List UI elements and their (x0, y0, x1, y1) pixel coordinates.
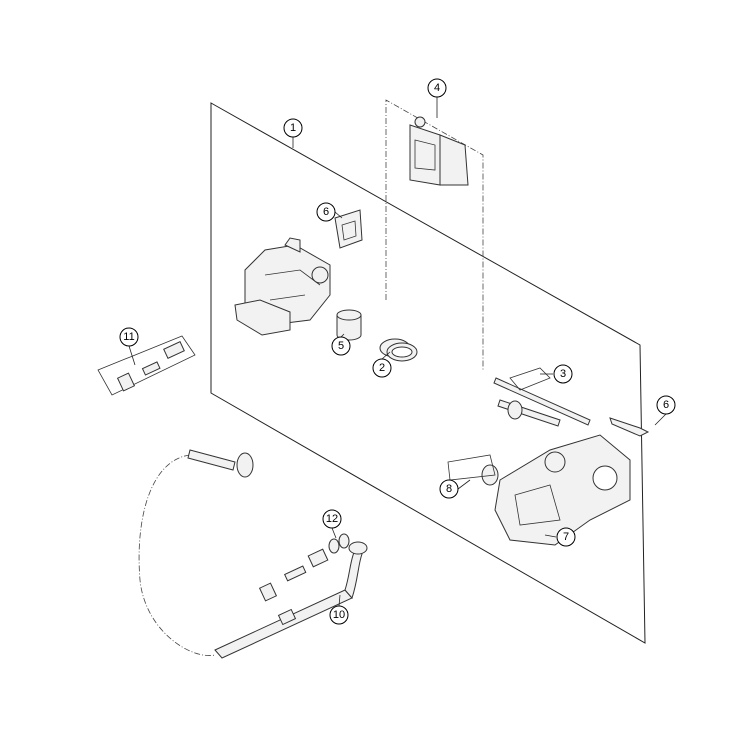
callout-8: 8 (439, 479, 459, 499)
callout-12: 12 (322, 509, 342, 529)
piston (336, 309, 362, 341)
callout-11: 11 (119, 327, 139, 347)
callout-1: 1 (283, 118, 303, 138)
svg-text:10: 10 (333, 609, 345, 621)
brake-pad-dashline (385, 99, 484, 370)
svg-text:6: 6 (663, 399, 669, 411)
guide-pins (447, 399, 561, 486)
piston-seals (379, 338, 418, 362)
svg-text:12: 12 (326, 513, 338, 525)
pad-pin (493, 367, 591, 426)
brake-line (214, 541, 368, 659)
anti-rattle-spring (334, 209, 363, 249)
callout-10: 10 (329, 605, 349, 625)
svg-text:7: 7 (563, 531, 569, 543)
retaining-clip (609, 417, 650, 437)
caliper-support (494, 434, 631, 546)
assembly-frame (210, 102, 646, 644)
brake-line-dashline (138, 454, 216, 656)
brake-line-upper-banjo (187, 449, 254, 478)
svg-text:3: 3 (560, 368, 566, 380)
callout-2: 2 (372, 358, 392, 378)
brake-caliper (234, 237, 331, 336)
copper-washers (328, 533, 350, 554)
callout-7: 7 (556, 527, 576, 547)
svg-text:4: 4 (434, 82, 440, 94)
leader-lines (128, 97, 667, 607)
callout-6: 6 (316, 202, 336, 222)
svg-text:8: 8 (446, 483, 452, 495)
callout-5: 5 (331, 336, 351, 356)
svg-text:6: 6 (323, 206, 329, 218)
brake-pads (409, 116, 469, 186)
bleed-screw-kit (97, 335, 196, 396)
callout-4: 4 (427, 78, 447, 98)
svg-text:5: 5 (338, 340, 344, 352)
svg-text:1: 1 (290, 122, 296, 134)
svg-text:11: 11 (123, 331, 134, 343)
callout-6b: 6 (656, 395, 676, 415)
callout-3: 3 (553, 364, 573, 384)
svg-text:2: 2 (379, 362, 385, 374)
